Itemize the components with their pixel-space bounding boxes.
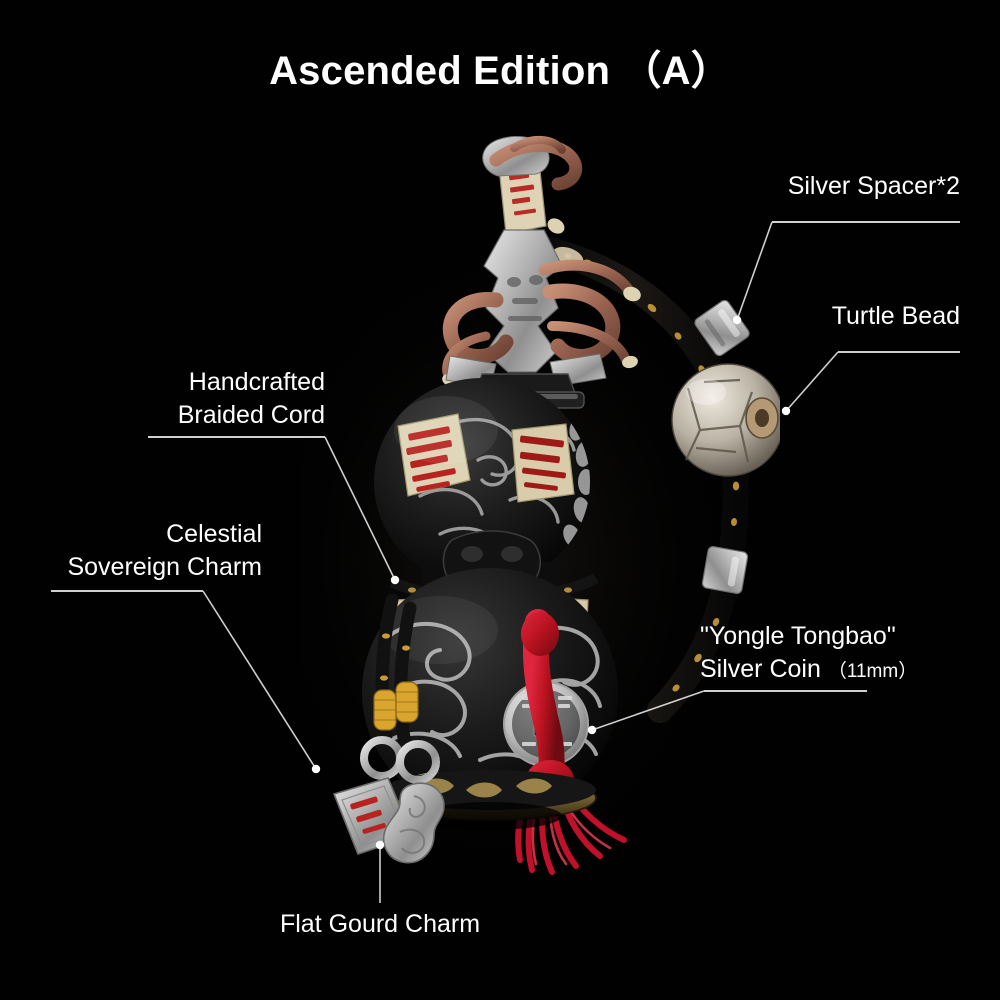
- leader-dot-flat-gourd-charm: [375, 840, 385, 850]
- annotation-label-turtle-bead: Turtle Bead: [660, 300, 960, 333]
- base-brass-ring: [383, 770, 597, 830]
- annotation-label-line: Silver Spacer*2: [787, 172, 960, 200]
- annotation-label-line: "Yongle Tongbao": [700, 622, 896, 650]
- product-illustration: [250, 135, 785, 900]
- leader-line-celestial-sovereign-charm: [202, 590, 317, 770]
- side-charm-cords: [373, 593, 419, 745]
- annotation-label-line: Sovereign Charm: [67, 553, 262, 581]
- annotation-label-sub: （11mm）: [827, 661, 918, 682]
- seal-panel-right: [511, 423, 575, 503]
- annotation-label-yongle-tongbao-silver-coin: "Yongle Tongbao" Silver Coin （11mm）: [700, 620, 1000, 688]
- silver-spacer-upper: [694, 299, 750, 357]
- annotation-label-line: Silver Coin （11mm）: [700, 655, 918, 683]
- leader-dot-celestial-sovereign-charm: [311, 764, 321, 774]
- annotation-label-line: Flat Gourd Charm: [279, 910, 481, 938]
- annotation-label-line: Turtle Bead: [831, 302, 960, 330]
- seal-panel-left: [397, 413, 471, 497]
- page-title: Ascended Edition （A）: [269, 49, 731, 93]
- leader-dot-handcrafted-braided-cord: [390, 575, 400, 585]
- annotation-label-silver-spacer: Silver Spacer*2: [624, 170, 960, 203]
- product-photo: [250, 130, 785, 900]
- leader-line-silver-spacer: [736, 221, 773, 321]
- leader-line-turtle-bead: [785, 351, 839, 412]
- charm-jump-rings: [360, 736, 440, 784]
- silver-spacer-lower: [701, 546, 749, 594]
- leader-dot-turtle-bead: [781, 406, 791, 416]
- leader-dot-silver-spacer: [732, 315, 742, 325]
- annotation-label-line: Braided Cord: [177, 401, 325, 429]
- celestial-sovereign-cap: [442, 135, 641, 409]
- flat-gourd-charm: [382, 782, 445, 864]
- leader-line-handcrafted-braided-cord: [324, 436, 396, 581]
- turtle-bead: [671, 363, 785, 477]
- annotation-label-line: Celestial: [166, 520, 262, 548]
- annotation-label-flat-gourd-charm: Flat Gourd Charm: [230, 908, 530, 941]
- annotation-label-line: Handcrafted: [188, 368, 325, 396]
- leader-line-yongle-tongbao-silver-coin: [591, 690, 705, 731]
- leader-dot-yongle-tongbao-silver-coin: [587, 725, 597, 735]
